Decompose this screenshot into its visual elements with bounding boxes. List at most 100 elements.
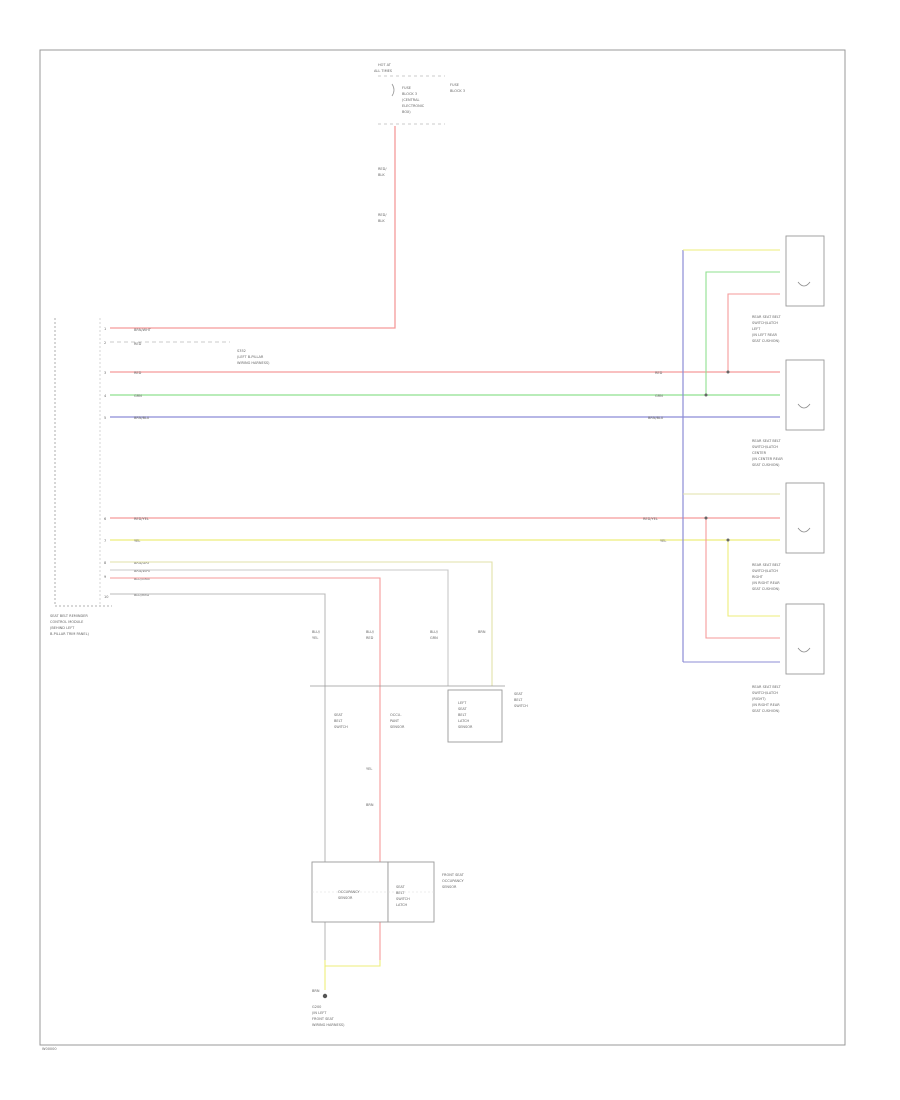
source-line-2: ALL TIMES (374, 69, 393, 73)
module-name-2: CONTROL MODULE (50, 620, 83, 624)
upper-left-1: SEAT (334, 713, 344, 717)
small-box-1: LEFT (458, 701, 467, 705)
lower-right-4: LATCH (396, 903, 408, 907)
sensor3-line1: REAR SEAT BELT (752, 563, 781, 567)
sensor1-line3: LEFT (752, 327, 761, 331)
front-seat-block: BLU/ YEL BLU/ RED BLU/ GRN BRN SEAT BELT… (310, 630, 528, 990)
wire-tag-brnblu-left: BRN/BLU (134, 416, 150, 420)
sensor1-line2: SWITCH/LATCH (752, 321, 778, 325)
top-wire-tag-2: BLK (378, 173, 385, 177)
module-name-4: B-PILLAR TRIM PANEL) (50, 632, 90, 636)
seat-side-1: SEAT (514, 692, 524, 696)
top-power-source: HOT AT ALL TIMES FUSE BLOCK 3 (CENTRAL E… (374, 63, 465, 223)
sensor3-line3: RIGHT (752, 575, 764, 579)
ground-line-4: WIRING HARNESS) (312, 1023, 345, 1027)
figure-id: W00000 (42, 1047, 57, 1051)
top-wire-tag-1: RED/ (378, 167, 387, 171)
small-box-3: BELT (458, 713, 467, 717)
wire-tag-grn-left: GRN (134, 394, 142, 398)
small-box-4: LATCH (458, 719, 470, 723)
fuse-label-2: BLOCK 3 (402, 92, 417, 96)
fuse-label-4: ELECTRONIC (402, 104, 425, 108)
sensor4-line2: SWITCH/LATCH (752, 691, 778, 695)
splice-label-2: (LEFT B-PILLAR (237, 355, 264, 359)
wire-tag-redyel-left: RED/YEL (134, 517, 149, 521)
sensor4-line5: SEAT CUSHION) (752, 709, 780, 713)
wire-blu-grn (110, 577, 381, 640)
seat-wire-tag-6: GRN (430, 636, 438, 640)
diagram-frame (39, 49, 846, 1046)
sensor1-line1: REAR SEAT BELT (752, 315, 781, 319)
wire-tag-red-left: RED (134, 371, 142, 375)
splice-label-3: WIRING HARNESS) (237, 361, 270, 365)
fuse-side-1: FUSE (450, 83, 459, 87)
sensor3-line2: SWITCH/LATCH (752, 569, 778, 573)
wire-tag-grn-right: GRN (655, 394, 663, 398)
fuse-label-1: FUSE (402, 86, 411, 90)
rear-belt-sensor-right-2: REAR SEAT BELT SWITCH/LATCH (RIGHT) (IN … (752, 603, 825, 713)
fuse-label-5: BOX) (402, 110, 411, 114)
seat-side-2: BELT (514, 698, 523, 702)
module-name-1: SEAT BELT REMINDER (50, 614, 88, 618)
seat-wire-tag-3: BLU/ (366, 630, 375, 634)
ground-line-3: FRONT SEAT (312, 1017, 335, 1021)
sensor4-line1: REAR SEAT BELT (752, 685, 781, 689)
ground-g200: BRN G200 (IN LEFT FRONT SEAT WIRING HARN… (312, 989, 345, 1027)
sensor1-line5: SEAT CUSHION) (752, 339, 780, 343)
pin-5: 5 (104, 416, 106, 420)
pin-3: 3 (104, 371, 106, 375)
wire-tag-brnblu-right: BRN/BLU (648, 416, 664, 420)
fuse-label-3: (CENTRAL (402, 98, 419, 102)
seat-wire-tag-1: BLU/ (312, 630, 321, 634)
seat-wire-tag-2: YEL (312, 636, 318, 640)
module-name-3: (BEHIND LEFT (50, 626, 75, 630)
small-box-5: SENSOR (458, 725, 473, 729)
sensor2-line1: REAR SEAT BELT (752, 439, 781, 443)
lower-right-3: SWITCH (396, 897, 410, 901)
pin-1: 1 (104, 327, 106, 331)
upper-left-2: BELT (334, 719, 343, 723)
wire-tag-yel-left: YEL (134, 539, 140, 543)
sensor4-line4: (IN RIGHT REAR (752, 703, 780, 707)
pin-10: 10 (104, 595, 108, 599)
wire-tag-brngry: BRN/GRY (134, 561, 151, 565)
pin-8: 8 (104, 561, 106, 565)
pin-7: 7 (104, 539, 106, 543)
wire-brn-wht-lower (110, 569, 449, 640)
source-line-1: HOT AT (378, 63, 392, 67)
wire-tag-brnwht-lower: BRN/WHT (134, 569, 152, 573)
rear-belt-sensor-right: REAR SEAT BELT SWITCH/LATCH RIGHT (IN RI… (752, 482, 825, 591)
sensor2-line5: SEAT CUSHION) (752, 463, 780, 467)
seat-wire-tag-8: YEL (366, 767, 372, 771)
side-block-3: SENSOR (442, 885, 457, 889)
rear-belt-sensor-center: REAR SEAT BELT SWITCH/LATCH CENTER (IN C… (752, 359, 825, 467)
seat-belt-reminder-module: SEAT BELT REMINDER CONTROL MODULE (BEHIN… (50, 318, 112, 636)
pin-9: 9 (104, 575, 106, 579)
wire-label-red-upper: RED (134, 342, 142, 346)
side-block-2: OCCUPANCY (442, 879, 464, 883)
upper-left-3: SWITCH (334, 725, 348, 729)
wire-tag-red-right: RED (655, 371, 663, 375)
wire-brn-gry (110, 561, 493, 640)
lower-right-2: BELT (396, 891, 405, 895)
top-wire-tag-4: BLK (378, 219, 385, 223)
lower-left-2: SENSOR (338, 896, 353, 900)
ground-line-1: G200 (312, 1005, 321, 1009)
upper-right-2: PANT (390, 719, 400, 723)
sensor2-line3: CENTER (752, 451, 767, 455)
wire-tag-redyel-right: RED/YEL (643, 517, 658, 521)
sensor4-line3: (RIGHT) (752, 697, 766, 701)
feed-wire-red (110, 126, 396, 329)
pin-6: 6 (104, 517, 106, 521)
side-block-1: FRONT SEAT (442, 873, 465, 877)
wire-tag-blugrn: BLU/GRN (134, 577, 150, 581)
ground-tag: BRN (312, 989, 320, 993)
lower-right-1: SEAT (396, 885, 406, 889)
wire-tag-blured: BLU/RED (134, 593, 150, 597)
seat-side-3: SWITCH (514, 704, 528, 708)
upper-right-1: OCCU- (390, 713, 402, 717)
pin-4: 4 (104, 394, 107, 398)
sensor3-line4: (IN RIGHT REAR (752, 581, 780, 585)
lower-left-1: OCCUPANCY (338, 890, 360, 894)
